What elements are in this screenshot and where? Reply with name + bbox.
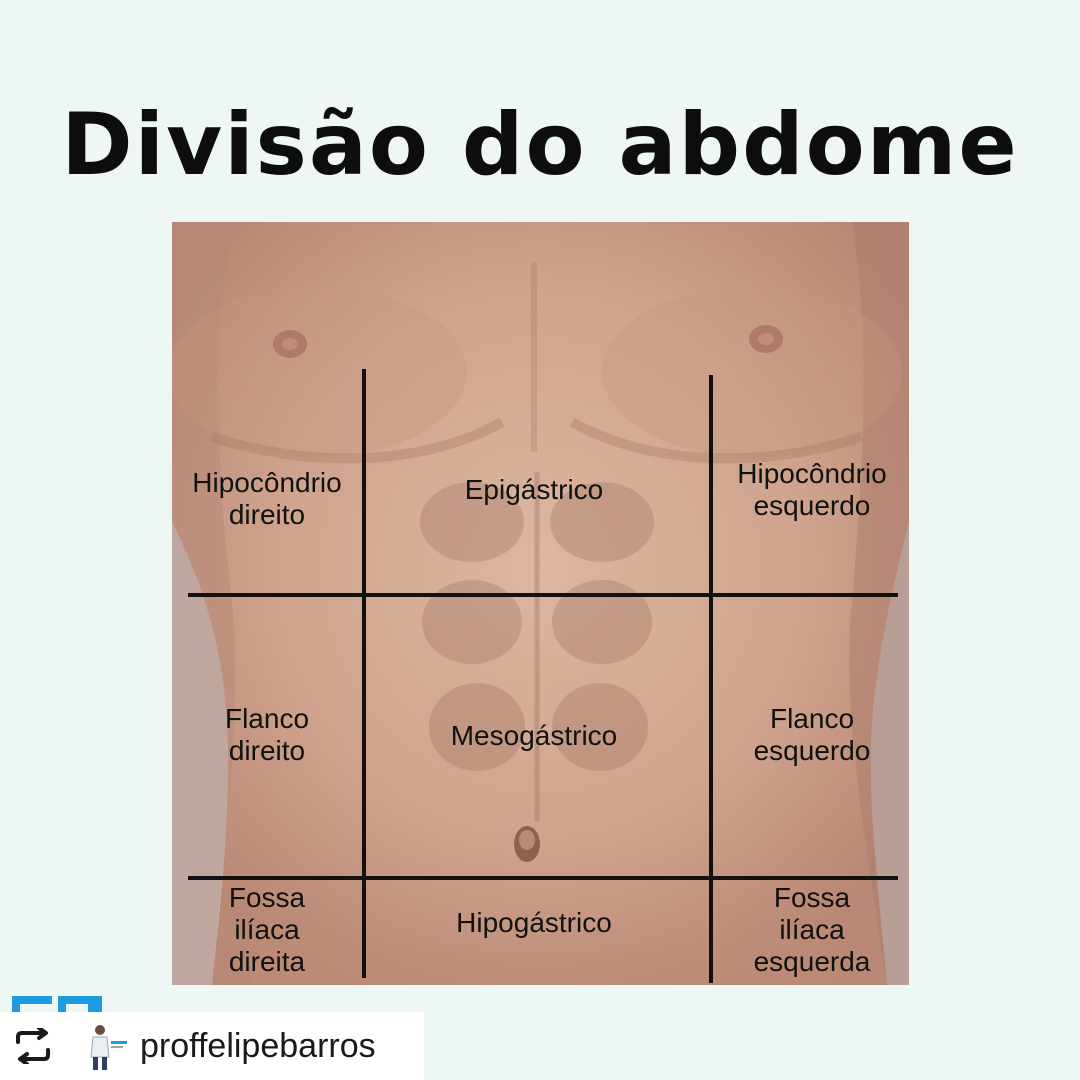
torso-photo [172, 222, 909, 985]
region-label-line: esquerdo [753, 490, 871, 521]
region-label-line: ilíaca [234, 914, 300, 945]
torso-illustration [172, 222, 909, 985]
region-label-line: esquerda [753, 946, 871, 977]
region-mesogastrico: Mesogástrico [366, 720, 702, 752]
region-label-line: Fossa [773, 882, 851, 913]
region-label-line: Epigástrico [464, 474, 604, 505]
doctor-avatar-icon[interactable] [80, 1021, 130, 1071]
region-label-line: Flanco [224, 703, 310, 734]
region-flanco-direito: Flanco direito [170, 703, 364, 767]
region-label-line: direito [228, 499, 306, 530]
region-label-line: Flanco [769, 703, 855, 734]
region-flanco-esquerdo: Flanco esquerdo [714, 703, 910, 767]
region-fossa-iliaca-direita: Fossa ilíaca direita [170, 882, 364, 978]
brand-logo-fragment [12, 996, 102, 1014]
region-label-line: Hipocôndrio [192, 467, 342, 498]
region-label-line: Hipocôndrio [737, 458, 887, 489]
repost-icon[interactable] [10, 1028, 56, 1064]
region-label-line: direito [228, 735, 306, 766]
region-fossa-iliaca-esquerda: Fossa ilíaca esquerda [714, 882, 910, 978]
region-label-line: Mesogástrico [450, 720, 618, 751]
region-epigastrico: Epigástrico [366, 474, 702, 506]
page-title: Divisão do abdome [61, 95, 1019, 195]
region-hipogastrico: Hipogástrico [366, 907, 702, 939]
region-label-line: Fossa [228, 882, 306, 913]
region-hipocondrio-esquerdo: Hipocôndrio esquerdo [714, 458, 910, 522]
repost-bar: proffelipebarros [0, 1012, 424, 1080]
region-label-line: direita [228, 946, 306, 977]
region-label-line: Hipogástrico [456, 907, 612, 938]
region-label-line: esquerdo [753, 735, 871, 766]
region-hipocondrio-direito: Hipocôndrio direito [170, 467, 364, 531]
region-label-line: ilíaca [779, 914, 845, 945]
repost-handle[interactable]: proffelipebarros [140, 1027, 376, 1065]
